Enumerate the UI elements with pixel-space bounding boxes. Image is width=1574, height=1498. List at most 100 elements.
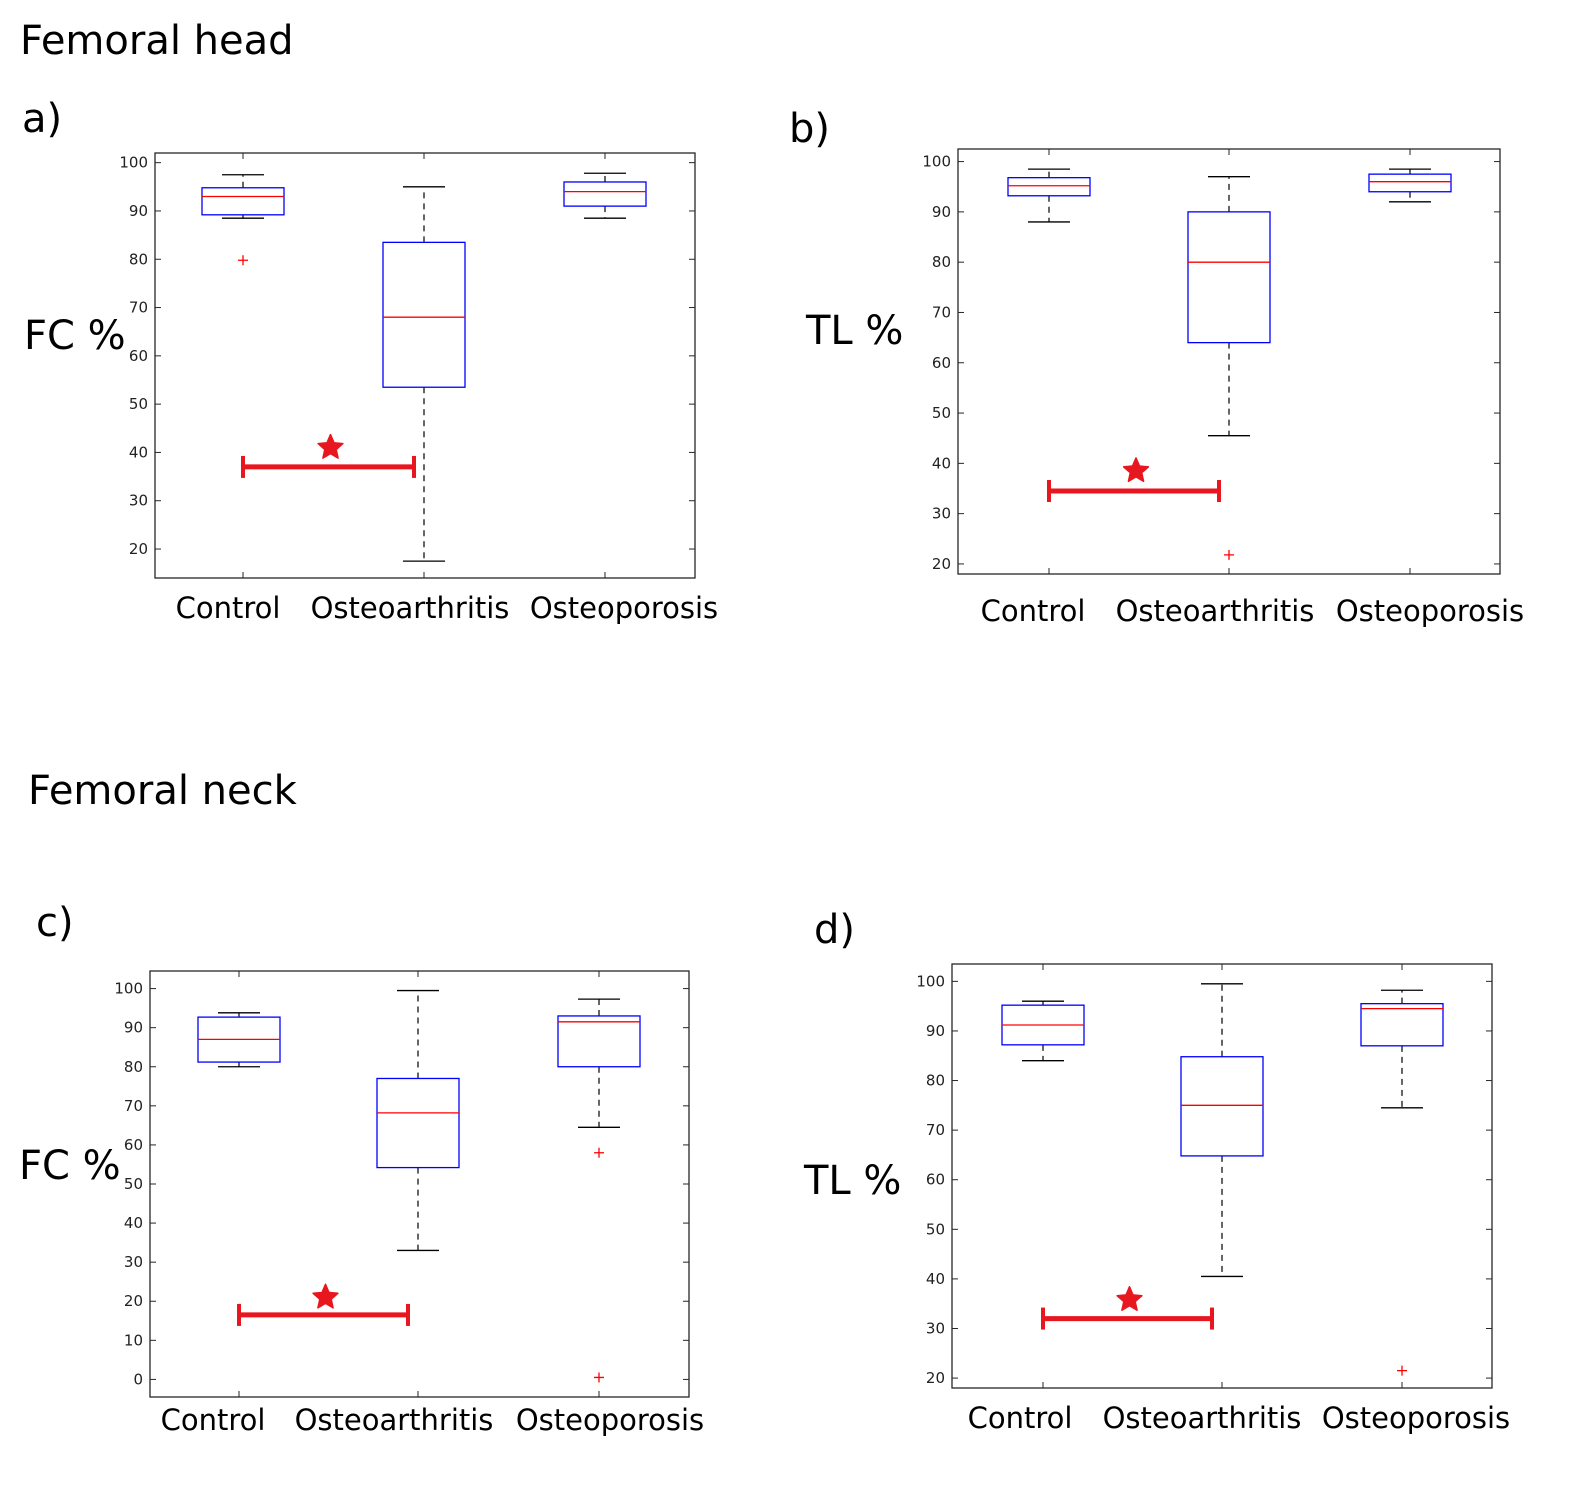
outlier-marker	[1224, 549, 1234, 560]
y-tick-label: 90	[129, 202, 148, 220]
y-tick-label: 70	[124, 1097, 143, 1115]
y-tick-label: 90	[932, 203, 951, 221]
outlier-marker	[594, 1147, 604, 1158]
box-osteoarthritis	[376, 989, 460, 1252]
y-tick-label: 70	[129, 299, 148, 317]
significance-star	[312, 1283, 339, 1309]
significance-star	[317, 433, 344, 459]
y-tick-label: 60	[926, 1171, 945, 1189]
category-label-control: Control	[968, 1401, 1073, 1435]
y-tick-label: 20	[124, 1292, 143, 1310]
y-tick-label: 90	[124, 1019, 143, 1037]
box-osteoporosis	[1368, 168, 1452, 203]
category-label-osteoarthritis: Osteoarthritis	[1103, 1401, 1302, 1435]
outlier-marker	[594, 1372, 604, 1383]
box-osteoporosis	[557, 998, 641, 1383]
iqr-box	[376, 1077, 460, 1169]
y-tick-label: 70	[926, 1121, 945, 1139]
panel-label-c: c)	[36, 900, 74, 946]
outlier-marker	[1397, 1365, 1407, 1376]
category-label-osteoarthritis: Osteoarthritis	[1116, 594, 1315, 628]
y-tick-label: 60	[129, 347, 148, 365]
y-tick-label: 70	[932, 303, 951, 321]
y-tick-label: 50	[932, 404, 951, 422]
y-axis-label-d: TL %	[804, 1158, 902, 1204]
significance-bracket	[241, 433, 416, 478]
category-label-osteoporosis: Osteoporosis	[1336, 594, 1524, 628]
y-tick-label: 10	[124, 1331, 143, 1349]
category-label-osteoarthritis: Osteoarthritis	[311, 591, 510, 625]
y-tick-label: 20	[932, 555, 951, 573]
category-label-control: Control	[161, 1403, 266, 1437]
significance-star	[1122, 457, 1150, 483]
category-label-osteoporosis: Osteoporosis	[1322, 1401, 1510, 1435]
y-tick-label: 40	[926, 1270, 945, 1288]
y-tick-label: 60	[124, 1136, 143, 1154]
category-label-control: Control	[176, 591, 281, 625]
iqr-box	[1007, 177, 1091, 197]
box-osteoarthritis	[1187, 176, 1271, 560]
category-label-osteoporosis: Osteoporosis	[516, 1403, 704, 1437]
y-tick-label: 50	[124, 1175, 143, 1193]
box-control	[1007, 168, 1091, 223]
iqr-box	[1360, 1003, 1444, 1047]
box-control	[1001, 1000, 1085, 1062]
y-axis-label-c: FC %	[19, 1143, 121, 1189]
box-osteoporosis	[563, 172, 647, 219]
y-axis-label-b: TL %	[806, 308, 904, 354]
significance-bracket	[1041, 1285, 1214, 1330]
y-tick-label: 100	[114, 980, 143, 998]
y-tick-label: 40	[124, 1214, 143, 1232]
box-osteoarthritis	[1180, 983, 1264, 1278]
box-osteoporosis	[1360, 989, 1444, 1376]
y-tick-label: 0	[133, 1370, 143, 1388]
outlier-marker	[238, 255, 248, 266]
y-tick-label: 30	[124, 1253, 143, 1271]
box-control	[197, 1012, 281, 1068]
y-tick-label: 100	[922, 153, 951, 171]
y-tick-label: 80	[926, 1072, 945, 1090]
iqr-box	[1187, 211, 1271, 344]
significance-bracket	[1047, 457, 1221, 503]
iqr-box	[382, 241, 466, 388]
y-tick-label: 30	[926, 1319, 945, 1337]
y-tick-label: 50	[926, 1220, 945, 1238]
section-title-femoral-neck: Femoral neck	[28, 768, 297, 814]
iqr-box	[1180, 1056, 1264, 1157]
y-tick-label: 90	[926, 1022, 945, 1040]
y-tick-label: 100	[916, 972, 945, 990]
y-tick-label: 80	[129, 250, 148, 268]
category-label-osteoarthritis: Osteoarthritis	[295, 1403, 494, 1437]
y-tick-label: 80	[124, 1058, 143, 1076]
significance-bracket	[237, 1283, 410, 1326]
iqr-box	[1368, 173, 1452, 193]
y-tick-label: 20	[926, 1369, 945, 1387]
y-tick-label: 30	[932, 505, 951, 523]
panel-label-b: b)	[789, 106, 830, 152]
y-tick-label: 20	[129, 540, 148, 558]
significance-star	[1116, 1285, 1143, 1311]
panel-label-d: d)	[814, 907, 855, 953]
y-tick-label: 40	[932, 454, 951, 472]
box-control	[201, 174, 285, 266]
category-label-control: Control	[981, 594, 1086, 628]
y-tick-label: 50	[129, 395, 148, 413]
category-label-osteoporosis: Osteoporosis	[530, 591, 718, 625]
y-tick-label: 60	[932, 354, 951, 372]
iqr-box	[557, 1015, 641, 1068]
iqr-box	[563, 181, 647, 207]
iqr-box	[201, 187, 285, 216]
y-tick-label: 30	[129, 492, 148, 510]
y-axis-label-a: FC %	[24, 313, 126, 359]
panel-label-a: a)	[22, 96, 63, 142]
y-tick-label: 40	[129, 443, 148, 461]
y-tick-label: 100	[119, 154, 148, 172]
box-osteoarthritis	[382, 186, 466, 562]
plot-frame	[154, 152, 696, 579]
y-tick-label: 80	[932, 253, 951, 271]
